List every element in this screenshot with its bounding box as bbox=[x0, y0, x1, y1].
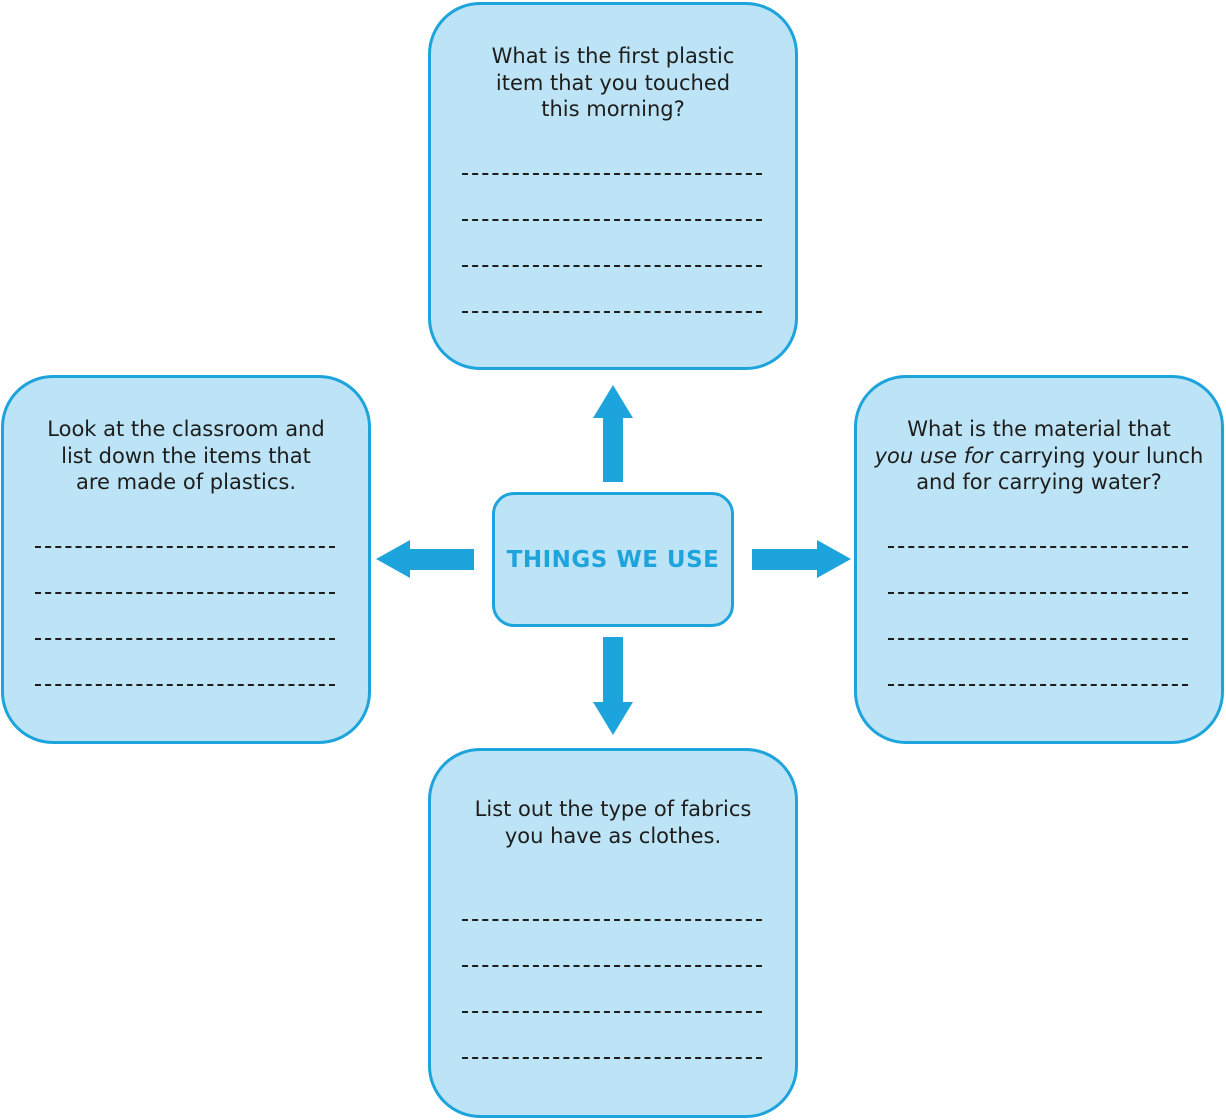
center-topic-box: THINGS WE USE bbox=[492, 492, 734, 627]
question-emphasis: you use for bbox=[874, 443, 993, 468]
answer-line[interactable] bbox=[888, 546, 1188, 548]
answer-line[interactable] bbox=[462, 919, 762, 921]
answer-line[interactable] bbox=[462, 1011, 762, 1013]
answer-line[interactable] bbox=[35, 684, 335, 686]
answer-line[interactable] bbox=[888, 638, 1188, 640]
question-line: item that you touched bbox=[495, 70, 731, 95]
answer-line[interactable] bbox=[462, 965, 762, 967]
question-box-left: Look at the classroom and list down the … bbox=[1, 375, 371, 744]
question-line: this morning? bbox=[541, 97, 685, 121]
question-text: List out the type of fabrics you have as… bbox=[431, 796, 795, 849]
answer-line[interactable] bbox=[462, 173, 762, 175]
question-line: you use for carrying your lunch bbox=[857, 443, 1221, 470]
arrow-left-icon bbox=[376, 540, 474, 578]
answer-line[interactable] bbox=[888, 684, 1188, 686]
answer-line[interactable] bbox=[35, 546, 335, 548]
question-line: List out the type of fabrics bbox=[474, 797, 752, 821]
question-line: What is the first plastic bbox=[491, 44, 735, 68]
arrow-up-icon bbox=[593, 385, 633, 482]
question-line: you have as clothes. bbox=[504, 823, 722, 848]
answer-line[interactable] bbox=[462, 265, 762, 267]
question-line-rest: carrying your lunch bbox=[992, 443, 1204, 468]
answer-line[interactable] bbox=[35, 638, 335, 640]
question-line: What is the material that bbox=[907, 417, 1171, 441]
answer-line[interactable] bbox=[888, 592, 1188, 594]
question-line: list down the items that bbox=[61, 443, 311, 468]
answer-line[interactable] bbox=[462, 311, 762, 313]
question-box-top: What is the first plastic item that you … bbox=[428, 2, 798, 370]
answer-line[interactable] bbox=[35, 592, 335, 594]
question-text: Look at the classroom and list down the … bbox=[4, 416, 368, 496]
answer-line[interactable] bbox=[462, 219, 762, 221]
arrow-down-icon bbox=[593, 637, 633, 735]
question-line: are made of plastics. bbox=[75, 470, 296, 494]
question-line: and for carrying water? bbox=[916, 470, 1162, 494]
answer-line[interactable] bbox=[462, 1057, 762, 1059]
center-title: THINGS WE USE bbox=[506, 546, 720, 573]
question-box-bottom: List out the type of fabrics you have as… bbox=[428, 748, 798, 1118]
arrow-right-icon bbox=[752, 540, 851, 578]
question-text: What is the material that you use for ca… bbox=[857, 416, 1221, 496]
question-text: What is the first plastic item that you … bbox=[431, 43, 795, 123]
question-box-right: What is the material that you use for ca… bbox=[854, 375, 1224, 744]
question-line: Look at the classroom and bbox=[47, 417, 325, 441]
